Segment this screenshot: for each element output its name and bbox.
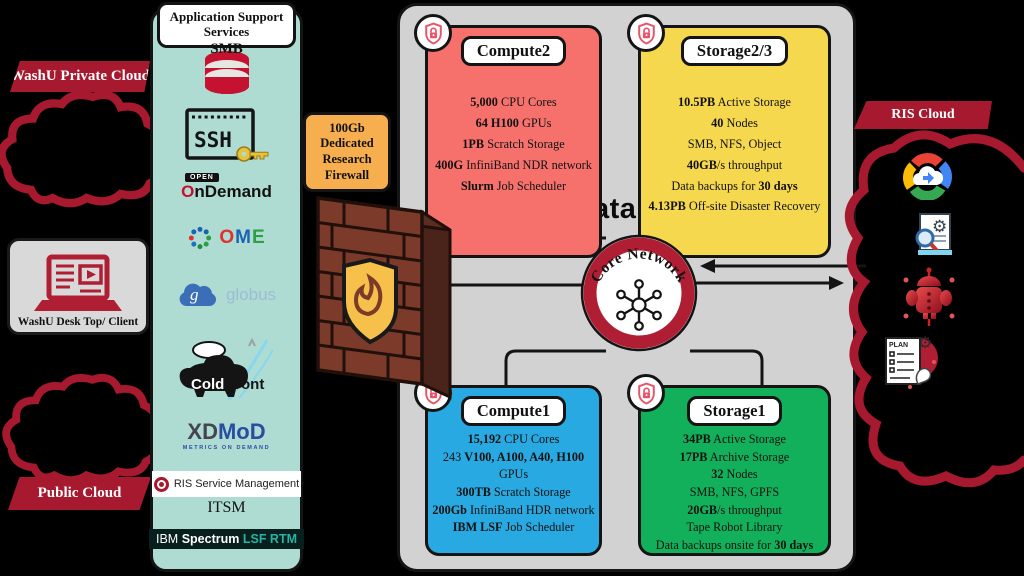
- public-cloud-icon: [2, 373, 163, 485]
- ome-dots-icon: [189, 226, 212, 250]
- plan-document-icon: PLAN ⚙: [885, 335, 938, 389]
- ibm-spectrum-lsf-label: IBM Spectrum LSF RTM: [148, 529, 305, 549]
- coldfront-logo-icon: Cold Front: [179, 338, 274, 401]
- washu-private-cloud-banner: WashU Private Cloud: [10, 61, 150, 92]
- box-title: Storage2/3: [680, 36, 789, 66]
- firewall-label-box: 100Gb Dedicated Research Firewall: [303, 112, 391, 192]
- globus-cloud-icon: g: [179, 283, 216, 306]
- service-ondemand: OPEN OnDemand: [153, 173, 300, 202]
- app-services-column: SMB SSH OPEN: [148, 8, 305, 572]
- washu-desktop-client-label: WashU Desk Top/ Client: [17, 316, 139, 328]
- svg-text:PLAN: PLAN: [889, 342, 908, 349]
- gear-glyph: ⚙: [918, 335, 932, 352]
- core-network-icon: Core Network: [580, 234, 698, 352]
- ondemand-label: OnDemand: [181, 182, 272, 201]
- ris-cloud-outline-icon: [844, 130, 1024, 488]
- svg-text:Front: Front: [226, 376, 264, 393]
- washu-desktop-client-box: WashU Desk Top/ Client: [7, 238, 149, 335]
- laptop-icon: [34, 254, 122, 311]
- app-services-title: Application Support Services: [157, 2, 296, 48]
- service-ris-service-management: RIS Service Management ITSM: [152, 471, 301, 517]
- svg-text:g: g: [190, 285, 199, 304]
- washu-private-cloud-label: WashU Private Cloud: [10, 68, 151, 84]
- database-icon: [204, 51, 249, 94]
- globus-label: globus: [225, 285, 277, 304]
- private-cloud-icon: [0, 90, 165, 208]
- service-ome: OME: [153, 225, 300, 251]
- box-title: Compute1: [460, 396, 567, 426]
- service-globus: g globus: [153, 279, 300, 311]
- public-cloud-label: Public Cloud: [37, 485, 122, 501]
- itsm-label: ITSM: [207, 499, 246, 516]
- box-title: Compute2: [460, 36, 567, 66]
- svg-text:Cold: Cold: [191, 376, 224, 393]
- research-document-icon: ⚙: [915, 213, 952, 255]
- ris-cloud-label: RIS Cloud: [891, 107, 955, 122]
- security-shield-icon: [414, 14, 452, 52]
- security-shield-icon: [627, 14, 665, 52]
- service-ssh: SSH: [153, 107, 300, 165]
- security-shield-icon: [627, 374, 665, 412]
- svg-text:SSH: SSH: [194, 128, 232, 152]
- service-ibm-spectrum: IBM Spectrum LSF RTM: [148, 529, 305, 549]
- service-xdmod: XDMoD METRICS ON DEMAND: [153, 419, 300, 452]
- firewall-brick-icon: [316, 195, 452, 400]
- ris-service-mgmt-label: RIS Service Management: [173, 478, 300, 490]
- service-smb: SMB: [153, 41, 300, 100]
- xdmod-tagline: METRICS ON DEMAND: [182, 445, 271, 451]
- smb-label: SMB: [210, 41, 243, 57]
- google-cloud-icon: [903, 153, 952, 200]
- ssh-terminal-icon: SSH: [184, 108, 268, 162]
- service-coldfront: Cold Front: [153, 338, 300, 404]
- public-cloud-banner: Public Cloud: [8, 477, 151, 510]
- ris-seal-icon: [153, 476, 169, 492]
- ondemand-open-badge: OPEN: [185, 173, 219, 182]
- ome-label: OME: [219, 227, 266, 248]
- ris-cloud-group: ⚙ PLAN: [842, 120, 1024, 490]
- ris-cloud-banner: RIS Cloud: [854, 101, 992, 129]
- box-title: Storage1: [687, 396, 782, 426]
- xdmod-label: XDMoD: [187, 419, 266, 444]
- robot-icon: [903, 267, 955, 326]
- gear-glyph: ⚙: [932, 217, 947, 236]
